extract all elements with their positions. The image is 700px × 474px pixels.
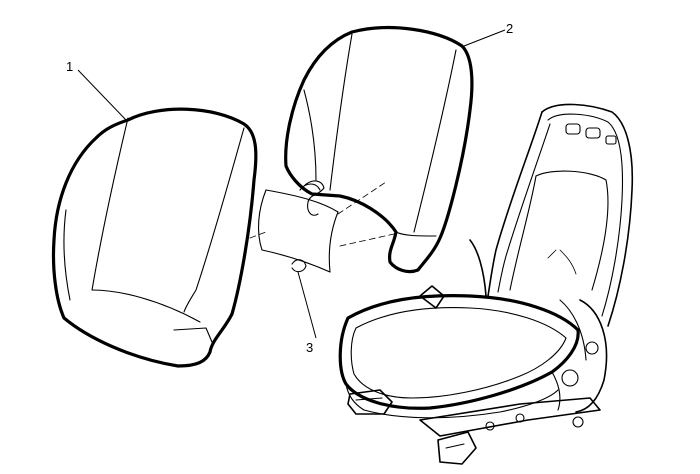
callout-1-label: 1 bbox=[66, 59, 73, 74]
seat-back-cover-front bbox=[51, 107, 258, 368]
seat-frame-assembly bbox=[338, 103, 634, 465]
callout-2-label: 2 bbox=[506, 21, 513, 36]
callout-2-leader bbox=[463, 29, 506, 47]
callout-leaders bbox=[77, 29, 506, 339]
retainer-detail-panel bbox=[249, 180, 395, 273]
callout-1-leader bbox=[77, 69, 127, 121]
callout-3-label: 3 bbox=[306, 340, 313, 355]
callout-3-leader bbox=[297, 271, 317, 339]
seat-back-cover-rear bbox=[284, 26, 474, 274]
